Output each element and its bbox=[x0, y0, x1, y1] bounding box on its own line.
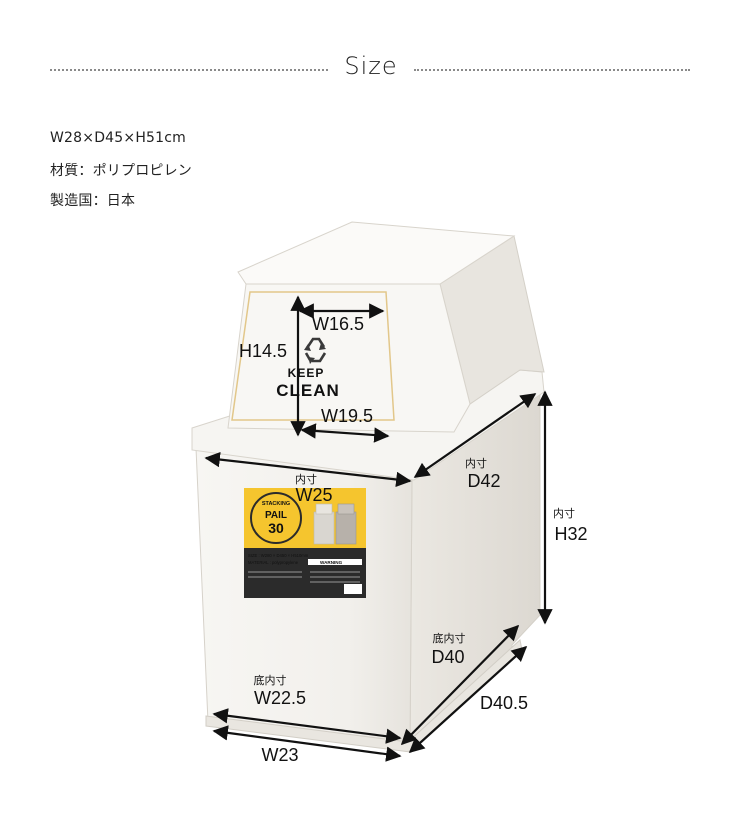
dimension-arrows bbox=[204, 295, 553, 762]
label-inner-width-caption: 内寸 bbox=[295, 472, 317, 486]
label-bottom-width-caption: 底内寸 bbox=[254, 673, 287, 687]
recycle-icon bbox=[304, 337, 327, 364]
arrow-inner-width bbox=[204, 451, 412, 488]
arrow-outer-depth bbox=[408, 645, 528, 754]
title-divider-right bbox=[414, 69, 690, 71]
label-lid-height: H14.5 bbox=[239, 341, 287, 361]
product-label-warning: WARNING bbox=[320, 560, 343, 565]
arrow-outer-width bbox=[212, 725, 402, 762]
product-thumb-grey-lid bbox=[337, 503, 355, 515]
product-label-material-line: MATERIAL : polypropylene bbox=[248, 560, 299, 565]
arrow-inner-depth bbox=[413, 393, 537, 478]
title-row: Size bbox=[50, 52, 690, 88]
product-label: STACKING PAIL 30 SIZE : W280 × D450 × H5… bbox=[244, 488, 366, 598]
lid-print-keep: KEEP bbox=[288, 366, 325, 380]
label-inner-depth-caption: 内寸 bbox=[465, 456, 487, 470]
product-label-badge-number: 30 bbox=[268, 520, 284, 536]
spec-origin: 製造国：日本 bbox=[50, 193, 136, 209]
arrow-lid-bottom-width bbox=[300, 423, 390, 443]
product-label-warning-bar bbox=[308, 559, 362, 565]
label-bottom-width: W22.5 bbox=[254, 688, 306, 708]
label-inner-width: W25 bbox=[295, 485, 332, 505]
label-outer-width: W23 bbox=[261, 745, 298, 765]
product-label-badge-name: PAIL bbox=[265, 510, 287, 521]
spec-material: 材質：ポリプロピレン bbox=[50, 163, 192, 179]
label-lid-top-width: W16.5 bbox=[312, 314, 364, 334]
label-inner-height: H32 bbox=[554, 524, 587, 544]
product-thumb-white bbox=[313, 511, 335, 545]
lid-top bbox=[237, 221, 516, 285]
spec-dimensions: W28×D45×H51cm bbox=[50, 130, 186, 146]
page-title: Size bbox=[344, 52, 398, 80]
product-label-badge bbox=[250, 492, 302, 544]
product-thumb-white-lid bbox=[315, 503, 333, 515]
product-label-size-line: SIZE : W280 × D450 × H510mm bbox=[248, 553, 309, 558]
product-thumb-grey bbox=[335, 511, 357, 545]
product-label-badge-arc: STACKING bbox=[262, 501, 290, 507]
label-bottom-depth-caption: 底内寸 bbox=[433, 631, 466, 645]
lid-flap-outline bbox=[231, 291, 395, 421]
label-lid-bottom-width: W19.5 bbox=[321, 406, 373, 426]
label-inner-height-caption: 内寸 bbox=[553, 506, 575, 520]
label-outer-depth: D40.5 bbox=[480, 693, 528, 713]
label-bottom-depth: D40 bbox=[431, 647, 464, 667]
title-divider-left bbox=[50, 69, 328, 71]
product-label-barcode bbox=[344, 584, 362, 594]
lid-print-clean: CLEAN bbox=[276, 381, 340, 400]
label-inner-depth: D42 bbox=[467, 471, 500, 491]
